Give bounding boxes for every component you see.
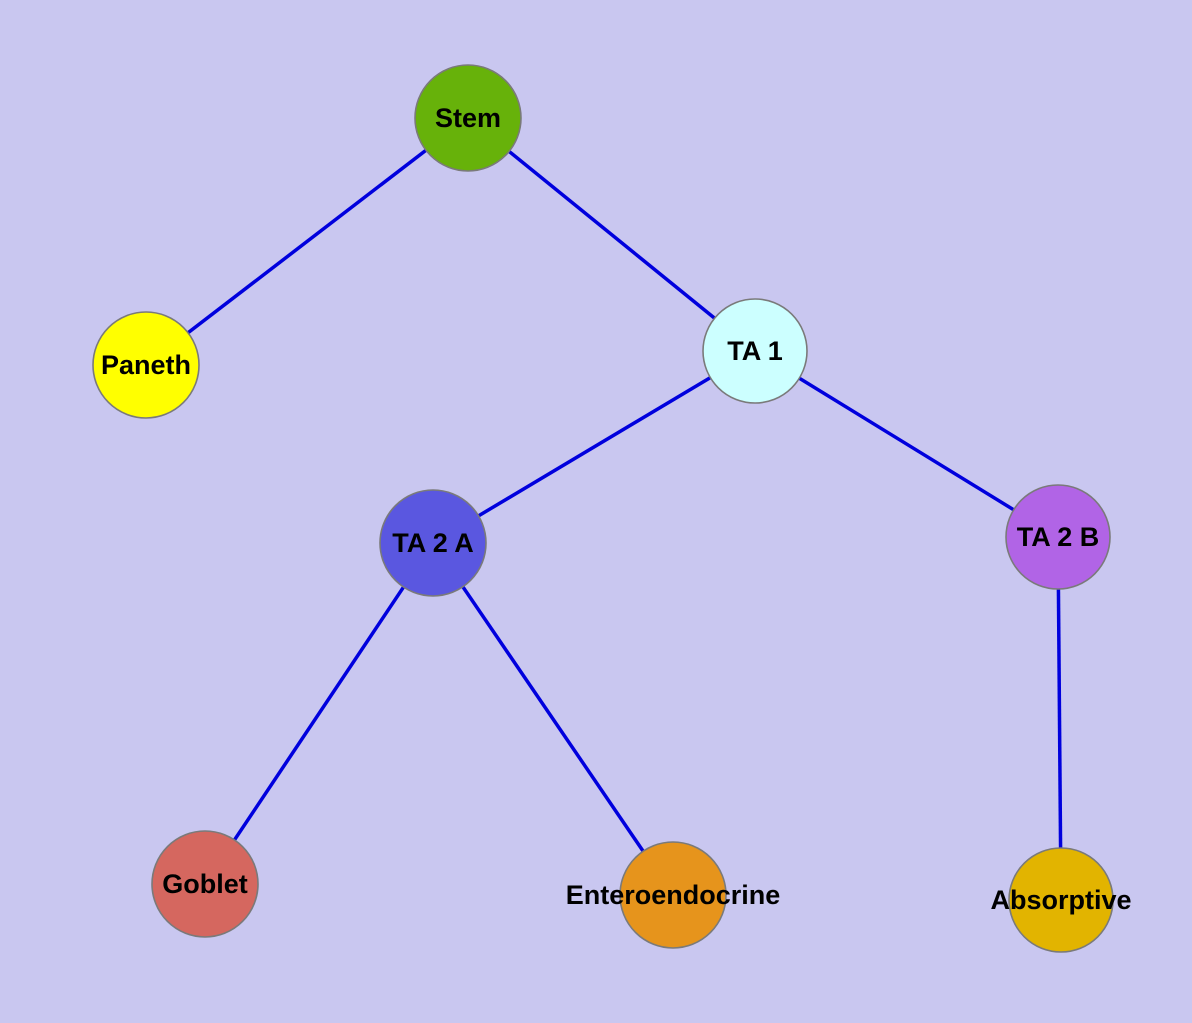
node-stem[interactable]: Stem	[414, 64, 522, 172]
edge-stem-paneth	[144, 116, 470, 367]
node-label-ta1: TA 1	[727, 336, 783, 366]
node-label-enteroendocrine: Enteroendocrine	[566, 880, 781, 910]
node-circle-ta2a[interactable]	[379, 489, 487, 597]
node-ta1[interactable]: TA 1	[702, 298, 808, 404]
node-circle-ta1[interactable]	[702, 298, 808, 404]
edge-ta1-ta2b	[754, 349, 1059, 539]
node-label-ta2b: TA 2 B	[1017, 522, 1100, 552]
node-ta2b[interactable]: TA 2 B	[1005, 484, 1111, 590]
node-label-stem: Stem	[435, 103, 501, 133]
node-label-absorptive: Absorptive	[990, 885, 1131, 915]
edge-ta1-ta2a	[432, 349, 756, 545]
edge-stem-ta1	[466, 116, 757, 353]
node-label-paneth: Paneth	[101, 350, 191, 380]
node-circle-absorptive[interactable]	[1008, 847, 1114, 953]
node-ta2a[interactable]: TA 2 A	[379, 489, 487, 597]
node-circle-goblet[interactable]	[151, 830, 259, 938]
node-circle-paneth[interactable]	[92, 311, 200, 419]
node-circle-stem[interactable]	[414, 64, 522, 172]
node-goblet[interactable]: Goblet	[151, 830, 259, 938]
node-circle-ta2b[interactable]	[1005, 484, 1111, 590]
edge-ta2a-enteroendocrine	[431, 542, 675, 896]
node-label-ta2a: TA 2 A	[392, 528, 474, 558]
node-enteroendocrine[interactable]: Enteroendocrine	[566, 841, 781, 949]
edge-ta2b-absorptive	[1056, 536, 1063, 901]
node-label-goblet: Goblet	[162, 869, 248, 899]
node-circle-enteroendocrine[interactable]	[619, 841, 727, 949]
node-paneth[interactable]: Paneth	[92, 311, 200, 419]
node-absorptive[interactable]: Absorptive	[990, 847, 1132, 953]
edge-ta2a-goblet	[203, 542, 435, 885]
